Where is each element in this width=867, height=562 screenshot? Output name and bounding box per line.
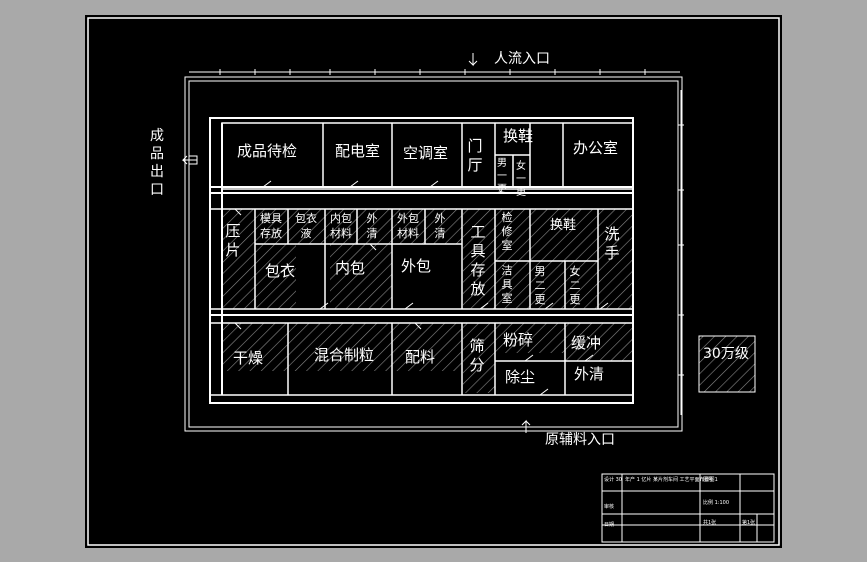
- room-wash-hand: 洗手: [604, 225, 620, 262]
- room-finished-inspect: 成品待检: [237, 142, 298, 160]
- room-ac: 空调室: [403, 144, 449, 162]
- title-cell-1: 设计 30: [604, 477, 622, 483]
- room-office: 办公室: [573, 139, 619, 157]
- room-coating-solution: 包衣液: [295, 212, 317, 240]
- room-outer-clean-2: 外清: [434, 212, 446, 240]
- room-power: 配电室: [335, 142, 381, 160]
- room-tool-storage: 工具存放: [470, 223, 486, 298]
- partitions: [210, 123, 633, 396]
- product-exit-label: 成品出口: [150, 128, 164, 198]
- sheet-border: [87, 17, 780, 546]
- drawing-sheet: 人流入口 原辅料入口 成品出口 成品待检 配电室 空调室 门厅 换鞋 男一更 女…: [85, 15, 782, 548]
- room-drying: 干燥: [233, 349, 264, 367]
- room-female-change-1: 女一更: [516, 161, 526, 198]
- room-inner-pack: 内包: [335, 259, 366, 277]
- room-sieving: 筛分: [469, 337, 485, 374]
- people-entrance-label: 人流入口: [494, 51, 550, 67]
- room-mold-storage: 模具存放: [260, 212, 282, 240]
- title-block: [601, 473, 775, 543]
- room-cleaning-tools: 洁具室: [501, 264, 513, 305]
- room-mix-granulate: 混合制粒: [314, 346, 375, 364]
- room-outer-pack-material: 外包材料: [397, 212, 419, 240]
- title-cell-6: 日期: [604, 522, 615, 528]
- room-male-change-2: 男二更: [534, 265, 546, 306]
- room-shoe-change-1: 换鞋: [503, 127, 534, 145]
- title-cell-4: 审核: [604, 504, 615, 510]
- title-cell-3: 图号 1: [703, 477, 718, 483]
- room-outer-clean-3: 外清: [574, 365, 605, 383]
- cleanliness-class-label: 30万级: [703, 346, 749, 362]
- room-hall: 门厅: [467, 137, 483, 174]
- room-repair: 检修室: [501, 211, 513, 252]
- dimension-lines: [189, 69, 684, 415]
- title-cell-2: 年产 1 亿片 某片剂车间 工艺平面布置图: [625, 477, 715, 483]
- room-male-change-1: 男一更: [497, 158, 507, 195]
- clean-zone-hatch: [222, 209, 634, 393]
- title-cell-7: 共1张: [703, 520, 717, 526]
- room-outer-clean-1: 外清: [366, 212, 378, 240]
- site-fence: [184, 76, 683, 432]
- room-outer-pack: 外包: [401, 257, 432, 275]
- room-buffer: 缓冲: [571, 334, 602, 352]
- room-crushing: 粉碎: [503, 331, 534, 349]
- room-inner-pack-material: 内包材料: [330, 212, 352, 240]
- door-swings: [234, 180, 609, 396]
- entrance-arrows: [181, 53, 531, 433]
- room-female-change-2: 女二更: [569, 265, 581, 306]
- building-walls: [209, 117, 634, 404]
- room-coating: 包衣: [265, 262, 296, 280]
- legend-box: [698, 335, 756, 393]
- room-batching: 配料: [405, 348, 436, 366]
- room-dust-removal: 除尘: [505, 368, 536, 386]
- materials-entrance-label: 原辅料入口: [545, 432, 615, 448]
- room-tablet-press: 压片: [225, 222, 241, 259]
- title-cell-8: 第1张: [742, 520, 756, 526]
- title-cell-5: 比例 1:100: [703, 500, 729, 506]
- floor-plan: [87, 17, 780, 546]
- room-shoe-change-2: 换鞋: [550, 218, 577, 233]
